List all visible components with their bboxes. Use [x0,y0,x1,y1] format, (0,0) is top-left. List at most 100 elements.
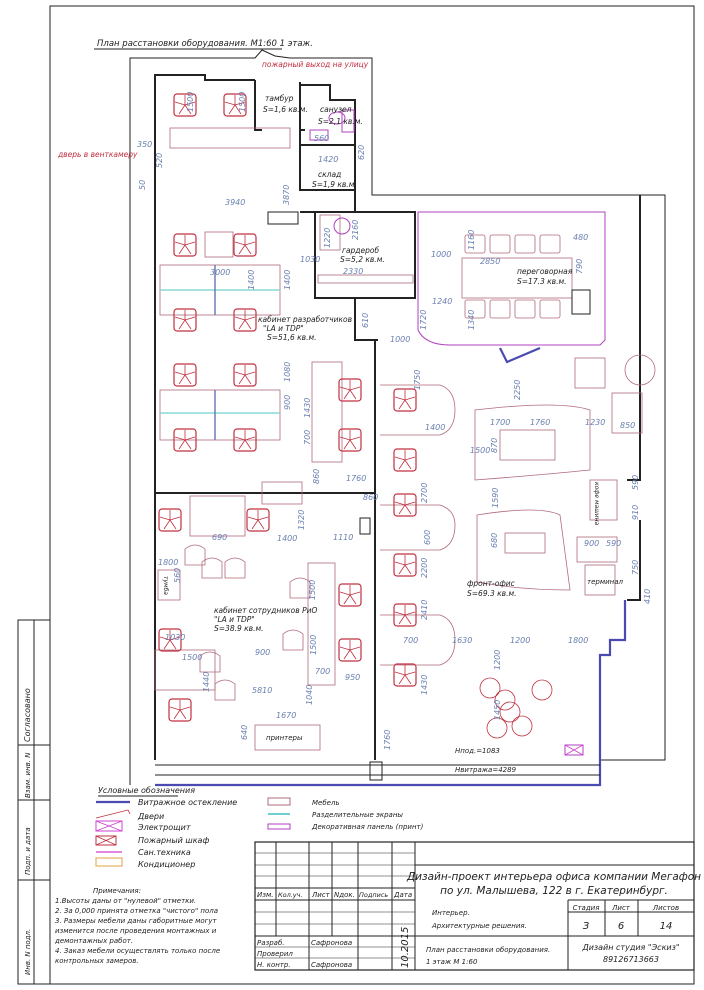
room-area: S=1,9 кв.м. [312,180,357,189]
tb-phone: 89126713663 [603,955,659,964]
dimension-label: 1590 [491,488,500,508]
note-line: контрольных замеров. [55,957,139,965]
workstations [154,127,343,751]
armchair-icon [184,544,206,566]
dimension-label: 1030 [300,255,320,264]
dimension-label: 1200 [493,650,502,670]
room-name: фронт-офис [467,579,516,588]
note-line: 4. Заказ мебели осуществлять только посл… [55,947,220,955]
dimension-label: 900 [255,648,270,657]
dimension-label: 1110 [333,533,353,542]
printers-label: принтеры [266,734,303,742]
round-stools [479,677,553,739]
legend-item: Мебель [312,799,340,807]
deco-panel-legend-icon [267,823,291,830]
dimension-label: 1080 [283,362,292,382]
tb-header: Изм. [257,891,273,899]
tb-header: Дата [393,891,412,899]
armchair-icon [199,651,221,673]
dimension-label: 350 [137,140,152,149]
meeting-chair-icon [514,234,536,254]
side-stamp: Согласовано Взам. инв. N Подп. и дата Ин… [17,619,51,985]
dimension-label: 1760 [530,418,550,427]
dimension-label: 1500 [238,92,247,112]
tb-header: Кол.уч. [278,891,303,899]
plan-title: План расстановки оборудования. М1:60 1 э… [97,39,313,49]
room-name: кабинет разработчиков [258,315,352,324]
dimension-label: 700 [403,636,418,645]
dimension-label: 590 [606,539,621,548]
legend-title: Условные обозначения [98,786,195,795]
dimension-label: 1340 [467,310,476,330]
furniture-legend-icon [267,797,291,806]
dimension-label: 1500 [308,580,317,600]
room-labels: тамбур S=1,6 кв.м. санузел S=2,1 кв.м. с… [162,94,624,774]
tb-stage: З [583,921,590,932]
dimension-label: 1750 [413,370,422,390]
office-chair-icon [393,493,417,517]
dimension-label: 1430 [420,675,429,695]
tumba-label: тумба [162,576,169,595]
dimension-label: 700 [303,430,312,445]
dimension-label: 680 [490,533,499,548]
notes-title: Примечания: [93,887,141,895]
dimension-label: 1400 [247,270,256,290]
dimension-label: 1000 [431,250,451,259]
meeting-room [417,211,606,364]
tb-project-title: Дизайн-проект интерьера офиса компании М… [406,871,701,883]
dimension-label: 640 [240,725,249,740]
legend-item: Двери [137,812,164,821]
armchair-icon [224,557,246,579]
tb-role: Разраб. [257,939,285,947]
tb-section: Архитектурные решения. [431,922,527,930]
note-line: демонтажных работ. [54,937,133,945]
dimension-label: 1200 [510,636,530,645]
dimension-label: 1320 [297,510,306,530]
room-area: S=38.9 кв.м. [214,624,264,633]
tb-drawing-title: План расстановки оборудования. [426,946,550,954]
dimension-label: 900 [283,395,292,410]
tb-stage-label: Стадия [573,904,600,912]
meeting-chair-icon [539,299,561,319]
tb-sheet: 6 [618,921,624,932]
office-chair-icon [393,603,417,627]
dimension-label: 520 [155,153,164,168]
dimension-label: 750 [631,560,640,575]
legend-item: Кондиционер [138,860,195,869]
dimension-label: 1670 [276,711,296,720]
dimension-label: 870 [490,438,499,453]
office-chair-icon [173,233,197,257]
office-chair-icon [246,508,270,532]
tb-project-address: по ул. Малышева, 122 в г. Екатеринбург. [440,885,668,897]
dimension-label: 560 [173,568,182,583]
round-stool-icon [479,677,501,699]
door-legend-icon [95,809,131,819]
armchair-icon [214,679,236,701]
tb-header: Подпись [359,891,388,899]
armchair-icon [201,557,223,579]
glazing [155,600,627,787]
tb-sheets: 14 [660,921,673,932]
dimension-label: 2410 [420,600,429,620]
dimension-label: 2160 [351,220,360,240]
note-line: 2. За 0,000 принята отметка "чистого" по… [55,907,218,915]
tb-studio: Дизайн студия "Эскиз" [581,943,679,952]
round-stool-icon [494,689,516,711]
dimension-label: 600 [423,530,432,545]
dimension-label: 950 [345,673,360,682]
dimension-label: 1160 [467,230,476,250]
note-line: 1.Высоты даны от "нулевой" отметки. [55,897,196,905]
dimension-label: 1430 [303,398,312,418]
dimension-label: 2330 [343,267,363,276]
room-area: S=1,6 кв.м. [263,105,308,114]
dimension-label: 900 [584,539,599,548]
note-line: 3. Размеры мебели даны габоритные могут [55,917,217,925]
dimension-label: 620 [357,145,366,160]
dimension-label: 1720 [419,310,428,330]
stamp-sign-date: Подп. и дата [24,827,32,875]
dimension-label: 1450 [493,700,502,720]
dimension-label: 410 [643,589,652,604]
ceiling-level: Нвитража=4289 [455,766,517,774]
notes: Примечания: 1.Высоты даны от "нулевой" о… [54,887,220,965]
